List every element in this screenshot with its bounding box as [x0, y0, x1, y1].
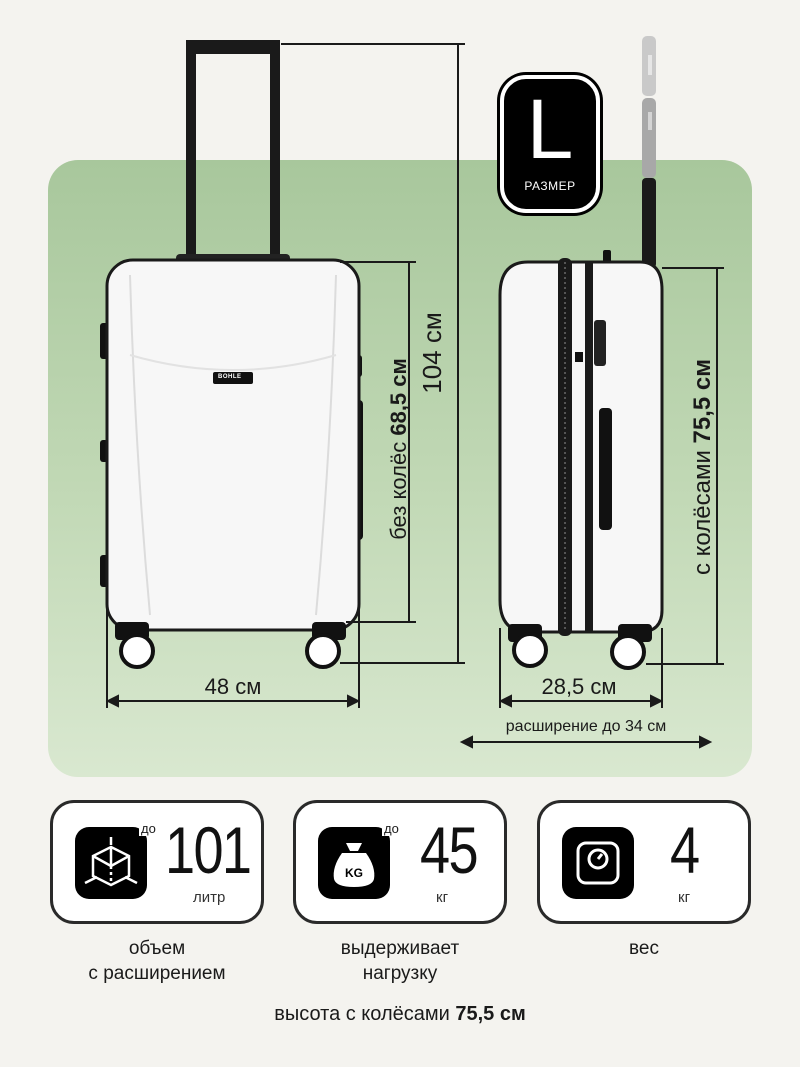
front-wheels: [115, 622, 346, 669]
expansion-prefix: расширение до: [505, 718, 621, 735]
volume-unit: литр: [193, 889, 226, 906]
caption-volume-line1: объем: [128, 938, 186, 959]
side-telescopic-handle: [642, 36, 656, 268]
volume-cube-icon: [75, 827, 147, 899]
caption-load: выдерживает нагрузку: [293, 936, 507, 986]
volume-value: 101: [165, 813, 252, 887]
size-badge: L РАЗМЕР: [500, 75, 600, 213]
svg-text:KG: KG: [345, 866, 363, 880]
footer-prefix: высота с колёсами: [274, 1003, 450, 1025]
suitcase-illustration: [100, 36, 724, 749]
load-prefix: до: [382, 821, 401, 836]
brand-logo-text: BOHLE: [218, 374, 242, 380]
caption-weight-line1: вес: [629, 938, 659, 959]
depth-label: 28,5 см: [541, 674, 617, 699]
height-no-wheels-value: 68,5 см: [386, 358, 411, 436]
caption-load-line1: выдерживает: [340, 938, 460, 959]
size-label: РАЗМЕР: [524, 179, 576, 193]
front-telescopic-handle: [176, 40, 290, 264]
footer-value: 75,5 см: [455, 1003, 526, 1025]
height-with-wheels-label: с колёсами 75,5 см: [689, 352, 719, 582]
caption-volume: объем с расширением: [50, 936, 264, 986]
scale-icon: [562, 827, 634, 899]
height-no-wheels-prefix: без колёс: [386, 441, 411, 540]
dimension-lines: [105, 43, 724, 749]
height-no-wheels-label: без колёс 68,5 см: [386, 344, 414, 554]
weight-value: 4: [670, 813, 700, 887]
caption-load-line2: нагрузку: [362, 963, 438, 984]
weight-kg-icon: KG: [318, 827, 390, 899]
side-suitcase-body: [498, 250, 664, 636]
weight-unit: кг: [678, 889, 691, 906]
width-label: 48 см: [204, 674, 262, 699]
side-wheels: [508, 624, 652, 670]
load-value: 45: [420, 813, 479, 887]
caption-volume-line2: с расширением: [88, 963, 226, 984]
caption-weight: вес: [537, 936, 751, 961]
volume-prefix: до: [139, 821, 158, 836]
height-with-wheels-prefix: с колёсами: [689, 450, 716, 576]
size-letter: L: [526, 82, 574, 176]
expansion-value: 34 см: [624, 718, 667, 735]
height-with-wheels-value: 75,5 см: [689, 358, 716, 444]
card-volume: до 101 литр: [50, 800, 264, 924]
total-height-label: 104 см: [417, 312, 447, 394]
expansion-label: расширение до 34 см: [470, 718, 702, 736]
front-suitcase-body: [100, 258, 363, 632]
card-load: KG до 45 кг: [293, 800, 507, 924]
footer-height-note: высота с колёсами 75,5 см: [0, 1003, 800, 1026]
load-unit: кг: [436, 889, 449, 906]
card-weight: 4 кг: [537, 800, 751, 924]
